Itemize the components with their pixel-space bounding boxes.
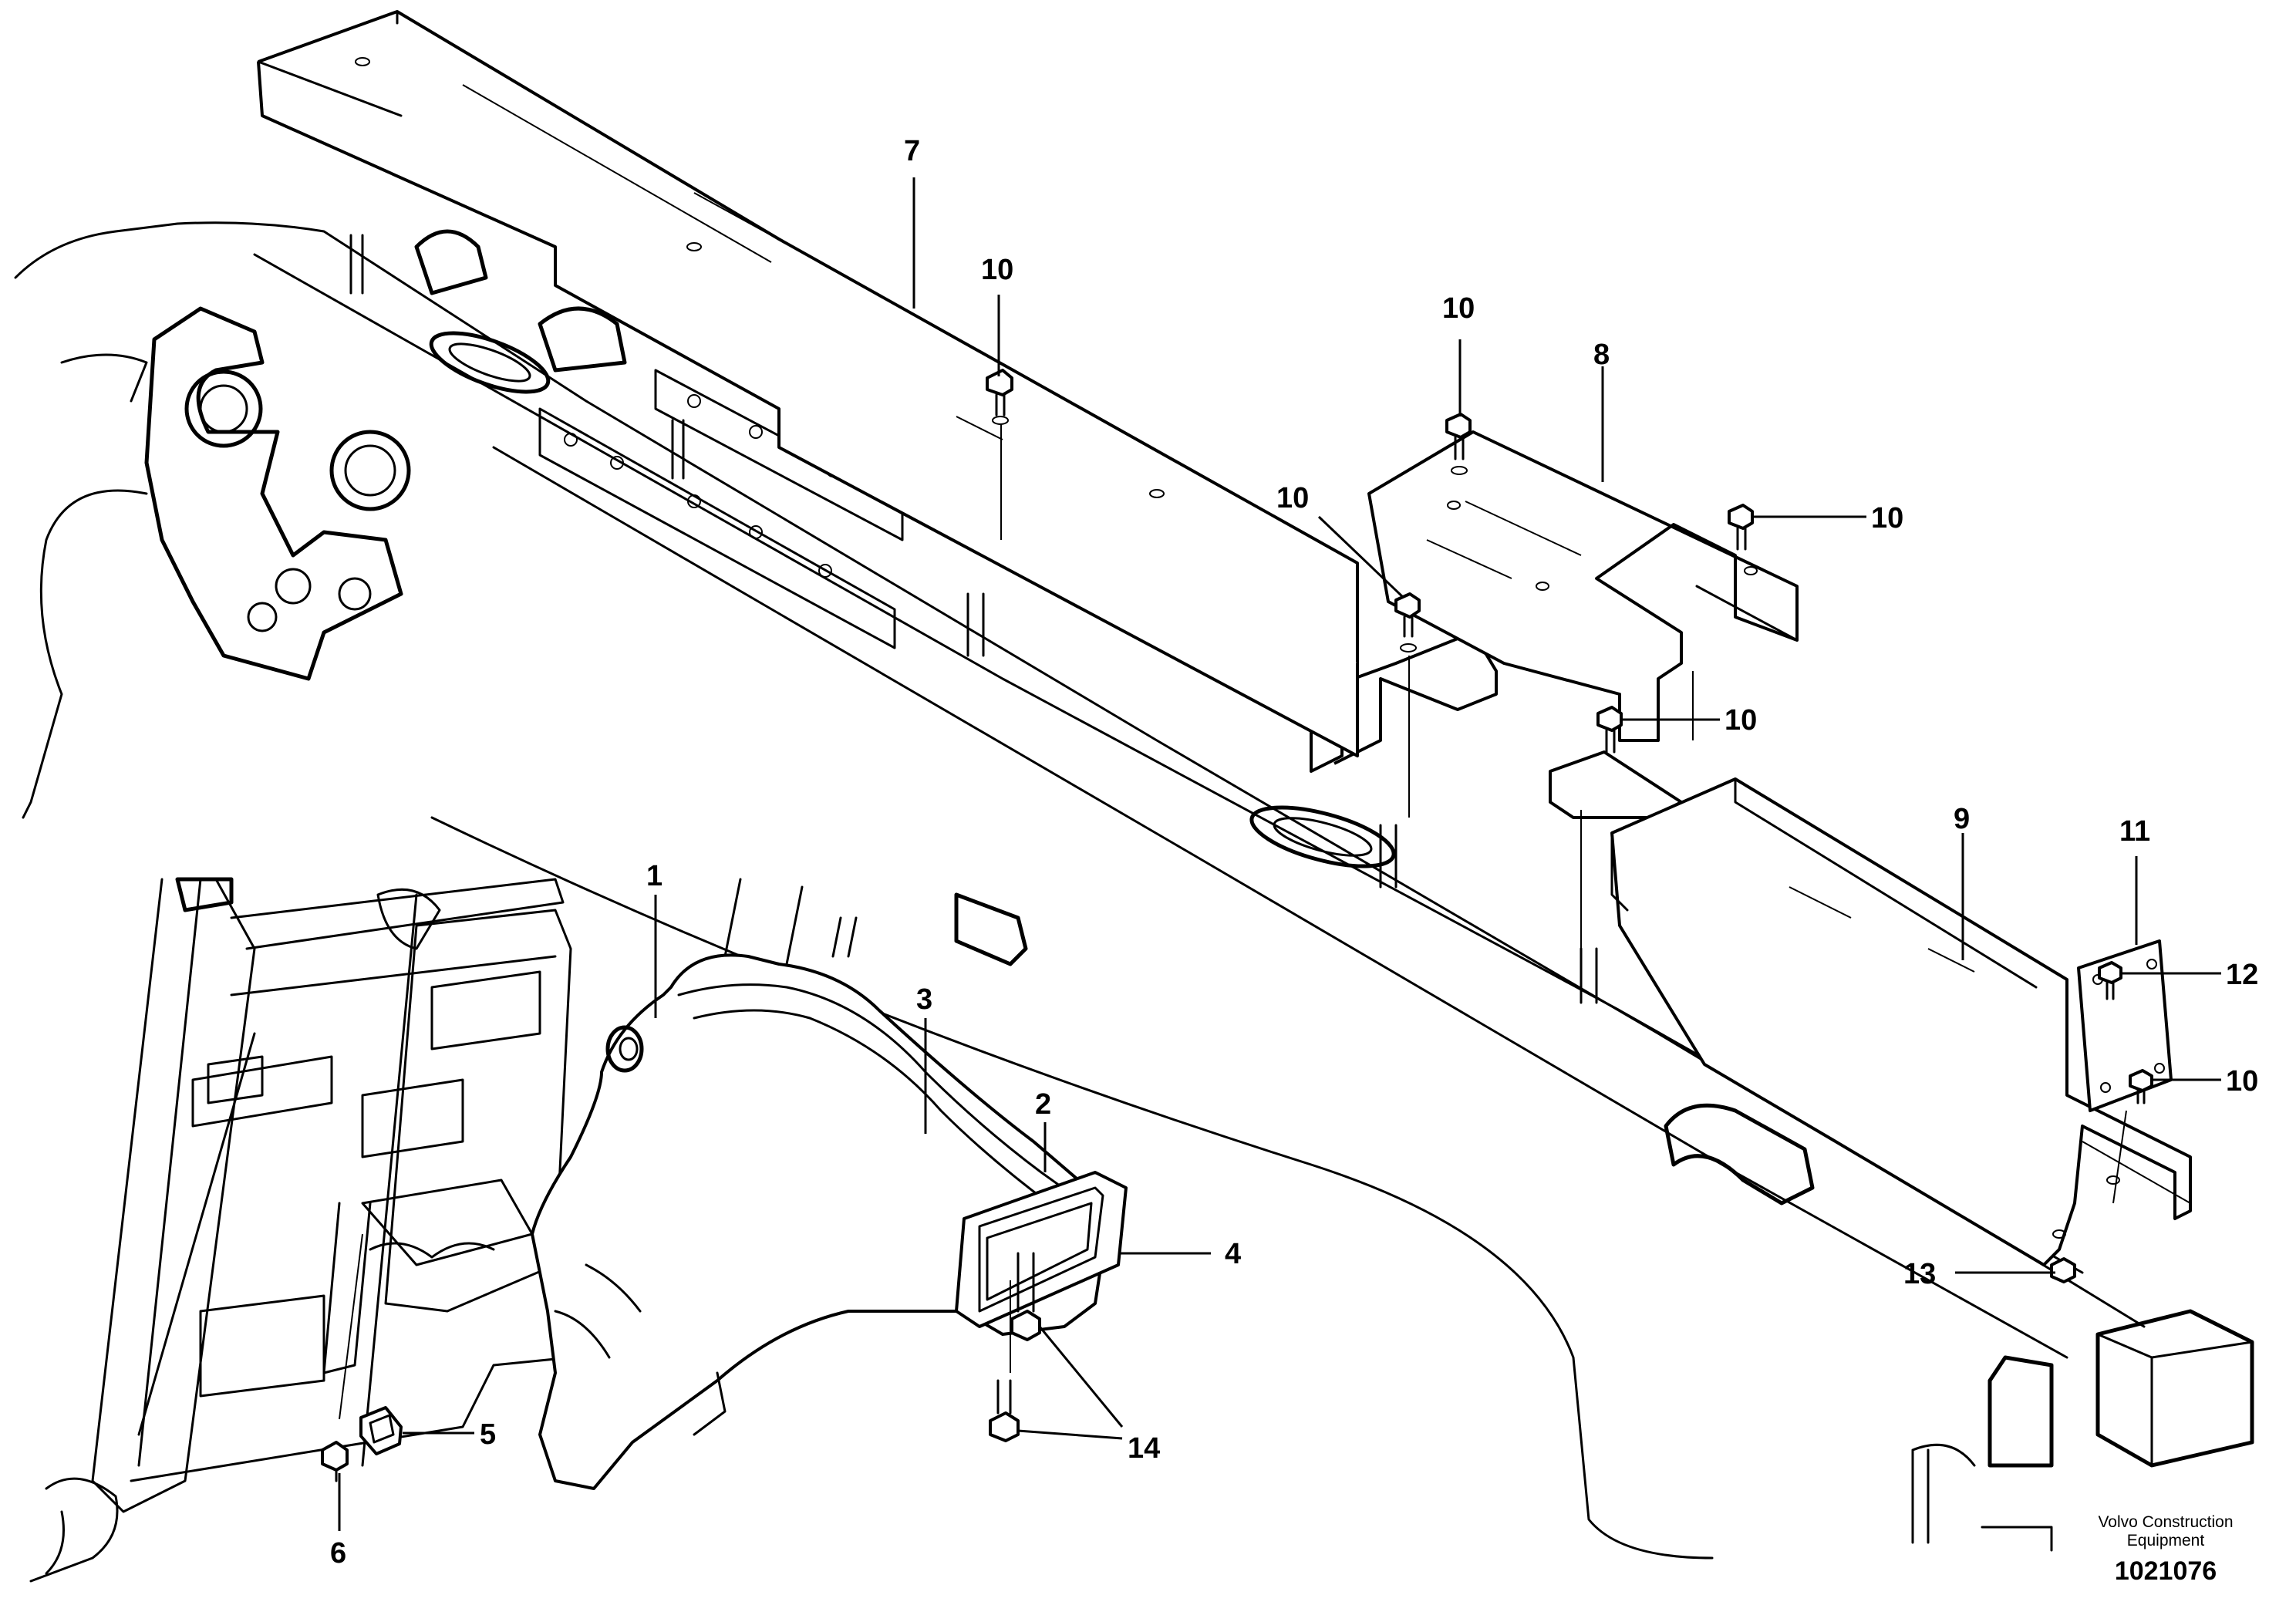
bolt-10-a xyxy=(986,369,1013,425)
callout-7: 7 xyxy=(904,135,920,167)
callout-10-a: 10 xyxy=(981,254,1013,286)
frame-chassis xyxy=(14,221,2254,1560)
callout-1: 1 xyxy=(646,860,663,892)
brand-line-1: Volvo Construction xyxy=(2098,1513,2233,1531)
callouts: 1 2 3 4 5 6 7 8 9 10 10 10 10 10 10 11 1… xyxy=(330,135,2258,1570)
bolt-10-d xyxy=(1728,504,1754,551)
callout-11: 11 xyxy=(2119,815,2150,848)
callout-13: 13 xyxy=(1903,1258,1936,1290)
bolt-14-b xyxy=(989,1379,1020,1442)
clip-nut-5 xyxy=(359,1406,403,1455)
part-11-plate xyxy=(2077,939,2173,1112)
nut-13 xyxy=(2050,1257,2076,1283)
bolt-10-f xyxy=(2129,1069,2153,1104)
bolt-10-c xyxy=(1394,592,1421,653)
part-4-duct-outlet-seal xyxy=(955,1171,1128,1328)
callout-14: 14 xyxy=(1128,1432,1160,1465)
callout-9: 9 xyxy=(1954,803,1970,835)
part-7-long-cover xyxy=(257,10,1498,773)
bolt-12 xyxy=(2098,961,2122,1000)
callout-5: 5 xyxy=(480,1418,496,1451)
brand-line-2: Equipment xyxy=(2127,1532,2205,1549)
document-number: 1021076 xyxy=(2115,1556,2217,1586)
bolt-14-a xyxy=(1010,1252,1041,1341)
assembly-lines xyxy=(339,424,2127,1420)
callout-2: 2 xyxy=(1035,1088,1051,1121)
part-9-rear-cover xyxy=(1549,750,2192,1266)
bolt-6 xyxy=(321,1441,349,1482)
title-block: Volvo Construction Equipment 1021076 xyxy=(2098,1513,2233,1586)
leader-lines xyxy=(338,177,2221,1531)
callout-10-b: 10 xyxy=(1442,292,1475,325)
duct-knob xyxy=(605,1025,644,1073)
callout-10-f: 10 xyxy=(2226,1065,2258,1098)
callout-4: 4 xyxy=(1225,1238,1241,1270)
callout-8: 8 xyxy=(1593,339,1610,371)
callout-3: 3 xyxy=(916,983,932,1016)
part-1-air-duct xyxy=(531,953,1112,1490)
part-8-middle-cover xyxy=(1367,430,1799,742)
bolt-10-e xyxy=(1596,706,1623,754)
callout-10-d: 10 xyxy=(1871,502,1903,534)
cab-structure xyxy=(29,877,858,1583)
callout-12: 12 xyxy=(2226,959,2258,991)
callout-10-e: 10 xyxy=(1725,704,1757,737)
callout-10-c: 10 xyxy=(1276,482,1309,514)
callout-6: 6 xyxy=(330,1537,346,1570)
